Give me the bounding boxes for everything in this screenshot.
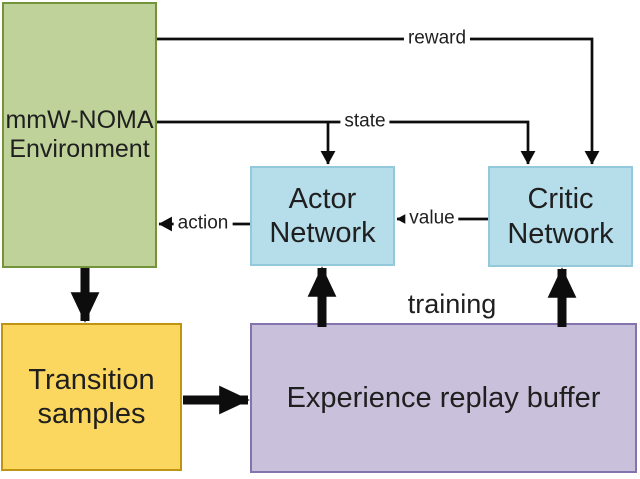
critic-network-box: Critic Network bbox=[488, 166, 633, 267]
state-label: state bbox=[340, 111, 390, 133]
actor-network-box: Actor Network bbox=[250, 166, 395, 266]
actor-label-line2: Network bbox=[269, 217, 376, 249]
experience-replay-buffer-box: Experience replay buffer bbox=[250, 323, 637, 473]
environment-label-line1: mmW-NOMA bbox=[5, 105, 154, 134]
transition-label-line1: Transition bbox=[28, 363, 155, 396]
transition-samples-box: Transition samples bbox=[1, 323, 182, 471]
environment-box: mmW-NOMA Environment bbox=[2, 2, 157, 268]
critic-label-line1: Critic bbox=[527, 183, 594, 216]
transition-label-line2: samples bbox=[37, 398, 146, 430]
environment-label-line2: Environment bbox=[9, 135, 150, 163]
buffer-label: Experience replay buffer bbox=[286, 381, 601, 414]
critic-label-line2: Network bbox=[507, 217, 614, 250]
actor-label-line1: Actor bbox=[288, 182, 357, 215]
reward-label: reward bbox=[403, 28, 471, 50]
training-label: training bbox=[407, 289, 497, 320]
value-label: value bbox=[405, 208, 459, 230]
action-label: action bbox=[173, 213, 233, 235]
reward-arrow bbox=[157, 37, 600, 165]
